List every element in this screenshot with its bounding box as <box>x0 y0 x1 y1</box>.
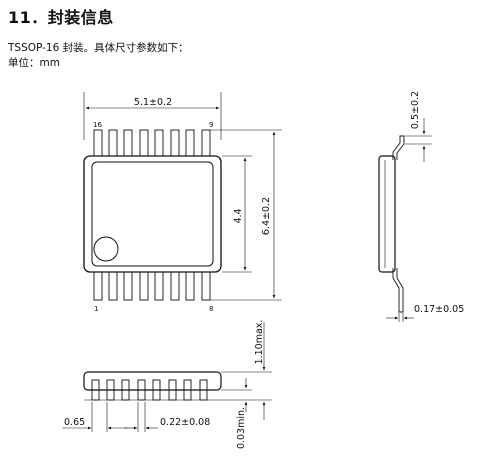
overall-width-label: 6.4±0.2 <box>261 197 272 235</box>
width-dimension-label: 5.1±0.2 <box>134 97 172 108</box>
top-pin-row <box>93 129 211 157</box>
front-view <box>62 322 272 432</box>
pin-9-label: 9 <box>209 121 213 129</box>
top-view <box>83 92 282 301</box>
bottom-pin-row <box>93 269 211 301</box>
body-width-label: 4.4 <box>233 208 244 223</box>
max-height-label: 1.10max. <box>254 320 265 365</box>
lead-thickness-label: 0.17±0.05 <box>414 304 464 315</box>
lead-length-label: 0.5±0.2 <box>410 91 421 129</box>
pin1-marker <box>93 236 119 262</box>
lead-width-label: 0.22±0.08 <box>160 417 210 428</box>
pin-16-label: 16 <box>93 121 102 129</box>
section-heading: 11．封装信息 <box>8 8 114 27</box>
package-description: TSSOP-16 封装。具体尺寸参数如下： <box>8 42 189 54</box>
pin-8-label: 8 <box>209 305 213 313</box>
side-view <box>378 118 432 322</box>
unit-label: 单位：mm <box>8 57 60 69</box>
standoff-label: 0.03min. <box>236 407 247 449</box>
pin-1-label: 1 <box>94 305 98 313</box>
pitch-label: 0.65 <box>64 417 85 428</box>
